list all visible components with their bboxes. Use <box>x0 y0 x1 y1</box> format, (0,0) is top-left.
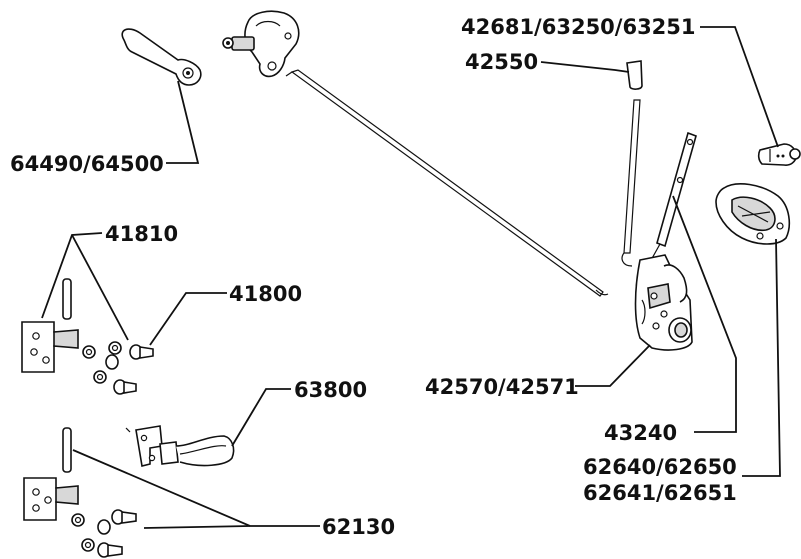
label-62130: 62130 <box>322 515 395 539</box>
label-64490-64500: 64490/64500 <box>10 152 164 176</box>
outside-handle <box>715 183 791 245</box>
leader-lines <box>41 26 781 529</box>
lower-hinge <box>23 427 79 521</box>
upper-hinge <box>21 278 79 373</box>
upper-screws <box>82 341 154 395</box>
inside-operating-rod <box>649 131 697 271</box>
door-lock <box>634 254 693 351</box>
label-62641-62651: 62641/62651 <box>583 481 737 505</box>
label-42681-63250-63251: 42681/63250/63251 <box>461 15 696 39</box>
label-62640-62650: 62640/62650 <box>583 455 737 479</box>
label-42570-42571: 42570/42571 <box>425 375 579 399</box>
lock-rod <box>621 60 643 267</box>
label-42550: 42550 <box>465 50 538 74</box>
label-41800: 41800 <box>229 282 302 306</box>
lower-screws <box>71 509 137 558</box>
remote-mechanism <box>222 10 300 78</box>
part-labels: 42681/63250/63251 42550 64490/64500 4181… <box>10 15 737 539</box>
label-41810: 41810 <box>105 222 178 246</box>
door-check-strap <box>125 425 235 467</box>
label-63800: 63800 <box>294 378 367 402</box>
connecting-rod <box>285 69 609 297</box>
label-43240: 43240 <box>604 421 677 445</box>
inside-handle <box>121 28 202 86</box>
lock-cylinder <box>757 143 801 166</box>
